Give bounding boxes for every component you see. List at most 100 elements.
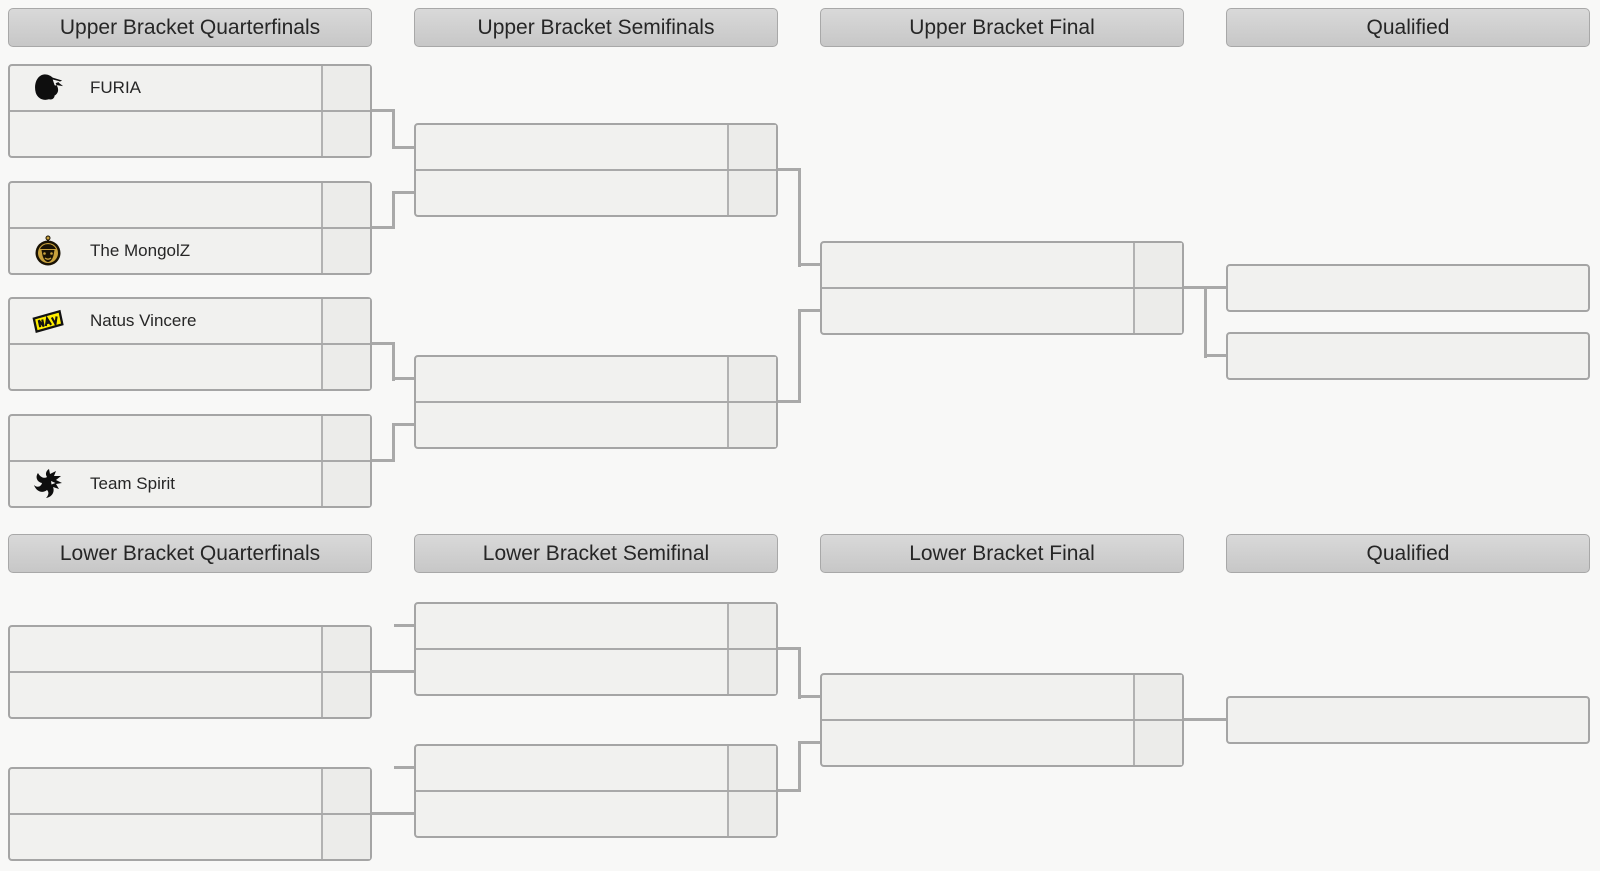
team-slot-empty (416, 125, 776, 169)
score-cell (321, 627, 370, 671)
match-lower-sf-2 (414, 744, 778, 838)
connector-line (372, 812, 414, 815)
score-cell (1133, 289, 1182, 333)
team-name: FURIA (90, 78, 141, 97)
match-lower-final (820, 673, 1184, 767)
connector-line (798, 168, 801, 267)
team-slot-empty (822, 675, 1182, 719)
score-cell (321, 416, 370, 460)
team-slot-empty (416, 401, 776, 447)
qualified-slot-2 (1226, 332, 1590, 380)
team-slot-empty (822, 719, 1182, 765)
score-cell (321, 815, 370, 859)
connector-line (1204, 354, 1226, 357)
score-cell (321, 769, 370, 813)
score-cell (727, 125, 776, 169)
score-cell (321, 183, 370, 227)
team-slot-empty (10, 627, 370, 671)
header-label: Lower Bracket Final (909, 541, 1095, 565)
header-lower-quarterfinals: Lower Bracket Quarterfinals (8, 534, 372, 573)
connector-line (798, 741, 820, 744)
furia-logo-icon (32, 72, 64, 104)
connector-line (372, 226, 395, 229)
spirit-logo-icon (32, 468, 64, 500)
match-upper-sf-1 (414, 123, 778, 217)
header-label: Qualified (1366, 15, 1450, 39)
header-label: Upper Bracket Final (909, 15, 1095, 39)
team-name: Natus Vincere (90, 311, 197, 330)
match-upper-qf-4: Team Spirit (8, 414, 372, 508)
team-slot-empty (10, 183, 370, 227)
match-upper-qf-3: Natus Vincere (8, 297, 372, 391)
team-slot-empty (416, 169, 776, 215)
connector-line (798, 263, 820, 266)
qualified-slot-3 (1226, 696, 1590, 744)
team-slot-mongolz[interactable]: The MongolZ (10, 227, 370, 273)
connector-line (798, 695, 820, 698)
team-slot-empty (10, 343, 370, 389)
score-cell (321, 462, 370, 506)
connector-line (394, 624, 414, 627)
team-slot-empty (10, 769, 370, 813)
connector-line (372, 109, 395, 112)
team-slot-empty (10, 671, 370, 717)
connector-line (778, 647, 801, 650)
connector-line (372, 342, 395, 345)
connector-line (778, 168, 801, 171)
connector-line (1184, 718, 1226, 721)
team-slot-empty (416, 746, 776, 790)
qualified-slot-1 (1226, 264, 1590, 312)
header-lower-qualified: Qualified (1226, 534, 1590, 573)
team-slot-empty (416, 357, 776, 401)
match-lower-qf-2 (8, 767, 372, 861)
score-cell (727, 792, 776, 836)
score-cell (727, 171, 776, 215)
team-slot-empty (416, 790, 776, 836)
connector-line (1204, 286, 1207, 358)
connector-line (778, 400, 801, 403)
team-slot-furia[interactable]: FURIA (10, 66, 370, 110)
connector-line (372, 459, 395, 462)
score-cell (321, 112, 370, 156)
connector-line (798, 741, 801, 792)
team-slot-navi[interactable]: Natus Vincere (10, 299, 370, 343)
match-upper-qf-1: FURIA (8, 64, 372, 158)
match-lower-qf-1 (8, 625, 372, 719)
header-label: Lower Bracket Quarterfinals (59, 541, 321, 565)
score-cell (321, 673, 370, 717)
team-slot-empty (10, 416, 370, 460)
header-label: Upper Bracket Quarterfinals (59, 15, 321, 39)
header-upper-final: Upper Bracket Final (820, 8, 1184, 47)
team-slot-empty (822, 287, 1182, 333)
connector-line (372, 670, 414, 673)
team-slot-empty (822, 243, 1182, 287)
connector-line (392, 423, 395, 462)
connector-line (392, 146, 414, 149)
connector-line (392, 377, 414, 380)
team-slot-empty (416, 604, 776, 648)
team-slot-empty (416, 648, 776, 694)
header-label: Lower Bracket Semifinal (482, 541, 710, 565)
connector-line (392, 109, 395, 149)
connector-line (798, 309, 820, 312)
score-cell (321, 299, 370, 343)
connector-line (392, 191, 395, 229)
match-upper-final (820, 241, 1184, 335)
team-slot-empty (10, 813, 370, 859)
connector-line (798, 309, 801, 403)
connector-line (778, 789, 801, 792)
team-slot-spirit[interactable]: Team Spirit (10, 460, 370, 506)
header-lower-semifinal: Lower Bracket Semifinal (414, 534, 778, 573)
header-label: Qualified (1366, 541, 1450, 565)
score-cell (727, 746, 776, 790)
connector-line (392, 191, 414, 194)
header-label: Upper Bracket Semifinals (477, 15, 715, 39)
score-cell (1133, 675, 1182, 719)
score-cell (727, 604, 776, 648)
header-upper-qualified: Qualified (1226, 8, 1590, 47)
match-upper-sf-2 (414, 355, 778, 449)
header-lower-final: Lower Bracket Final (820, 534, 1184, 573)
score-cell (727, 403, 776, 447)
header-upper-semifinals: Upper Bracket Semifinals (414, 8, 778, 47)
